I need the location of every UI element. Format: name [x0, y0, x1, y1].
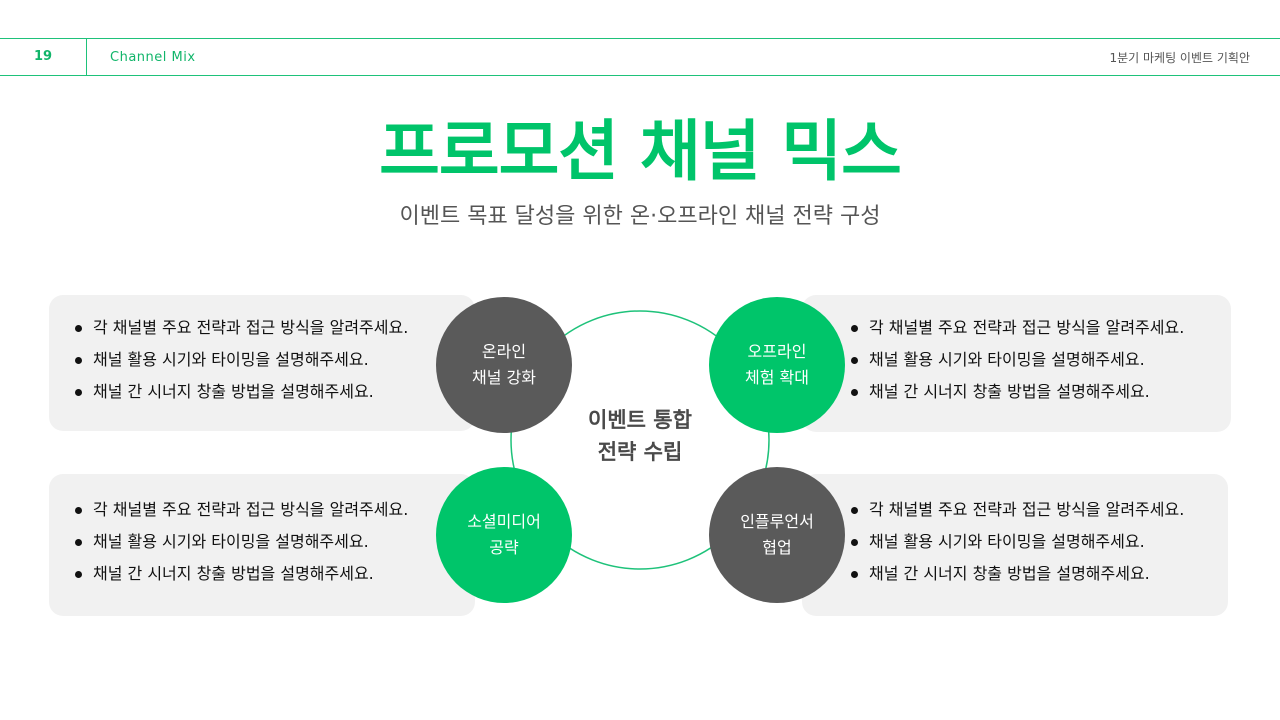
node-label-line2: 체험 확대 — [745, 368, 809, 387]
node-label-line2: 공략 — [489, 538, 519, 557]
node-social: 소셜미디어 공략 — [436, 467, 572, 603]
card-bullet: 채널 활용 시기와 타이밍을 설명해주세요. — [75, 344, 475, 376]
card-bullet: 채널 간 시너지 창출 방법을 설명해주세요. — [75, 558, 475, 590]
center-label-line1: 이벤트 통합 — [588, 408, 692, 432]
card-influencer: 각 채널별 주요 전략과 접근 방식을 알려주세요. 채널 활용 시기와 타이밍… — [802, 474, 1228, 616]
node-label-line2: 협업 — [762, 538, 792, 557]
section-name: Channel Mix — [110, 50, 196, 65]
card-bullet: 채널 간 시너지 창출 방법을 설명해주세요. — [75, 376, 475, 408]
card-bullet: 채널 간 시너지 창출 방법을 설명해주세요. — [851, 376, 1231, 408]
slide-title: 프로모션 채널 믹스 — [379, 113, 902, 190]
document-title: 1분기 마케팅 이벤트 기획안 — [1109, 51, 1250, 65]
slide-subtitle: 이벤트 목표 달성을 위한 온·오프라인 채널 전략 구성 — [399, 204, 881, 229]
node-label-line1: 온라인 — [481, 342, 527, 361]
card-bullet: 각 채널별 주요 전략과 접근 방식을 알려주세요. — [75, 494, 475, 526]
node-label-line1: 오프라인 — [747, 342, 807, 361]
card-bullet: 각 채널별 주요 전략과 접근 방식을 알려주세요. — [75, 312, 475, 344]
node-online: 온라인 채널 강화 — [436, 297, 572, 433]
node-offline: 오프라인 체험 확대 — [709, 297, 845, 433]
card-bullet: 각 채널별 주요 전략과 접근 방식을 알려주세요. — [851, 312, 1231, 344]
card-social: 각 채널별 주요 전략과 접근 방식을 알려주세요. 채널 활용 시기와 타이밍… — [49, 474, 475, 616]
card-bullet: 채널 활용 시기와 타이밍을 설명해주세요. — [851, 526, 1228, 558]
card-bullet: 각 채널별 주요 전략과 접근 방식을 알려주세요. — [851, 494, 1228, 526]
page-number: 19 — [0, 39, 87, 75]
center-label-line2: 전략 수립 — [597, 440, 683, 464]
node-label-line1: 소셜미디어 — [467, 512, 541, 531]
card-online: 각 채널별 주요 전략과 접근 방식을 알려주세요. 채널 활용 시기와 타이밍… — [49, 295, 475, 431]
card-bullet: 채널 활용 시기와 타이밍을 설명해주세요. — [75, 526, 475, 558]
card-offline: 각 채널별 주요 전략과 접근 방식을 알려주세요. 채널 활용 시기와 타이밍… — [802, 295, 1231, 432]
node-influencer: 인플루언서 협업 — [709, 467, 845, 603]
node-label-line1: 인플루언서 — [740, 512, 814, 531]
header-bar: 19 Channel Mix 1분기 마케팅 이벤트 기획안 — [0, 38, 1280, 76]
center-ring-circle — [510, 310, 770, 570]
card-bullet: 채널 활용 시기와 타이밍을 설명해주세요. — [851, 344, 1231, 376]
card-bullet: 채널 간 시너지 창출 방법을 설명해주세요. — [851, 558, 1228, 590]
node-label-line2: 채널 강화 — [472, 368, 536, 387]
center-label: 이벤트 통합 전략 수립 — [560, 404, 720, 468]
